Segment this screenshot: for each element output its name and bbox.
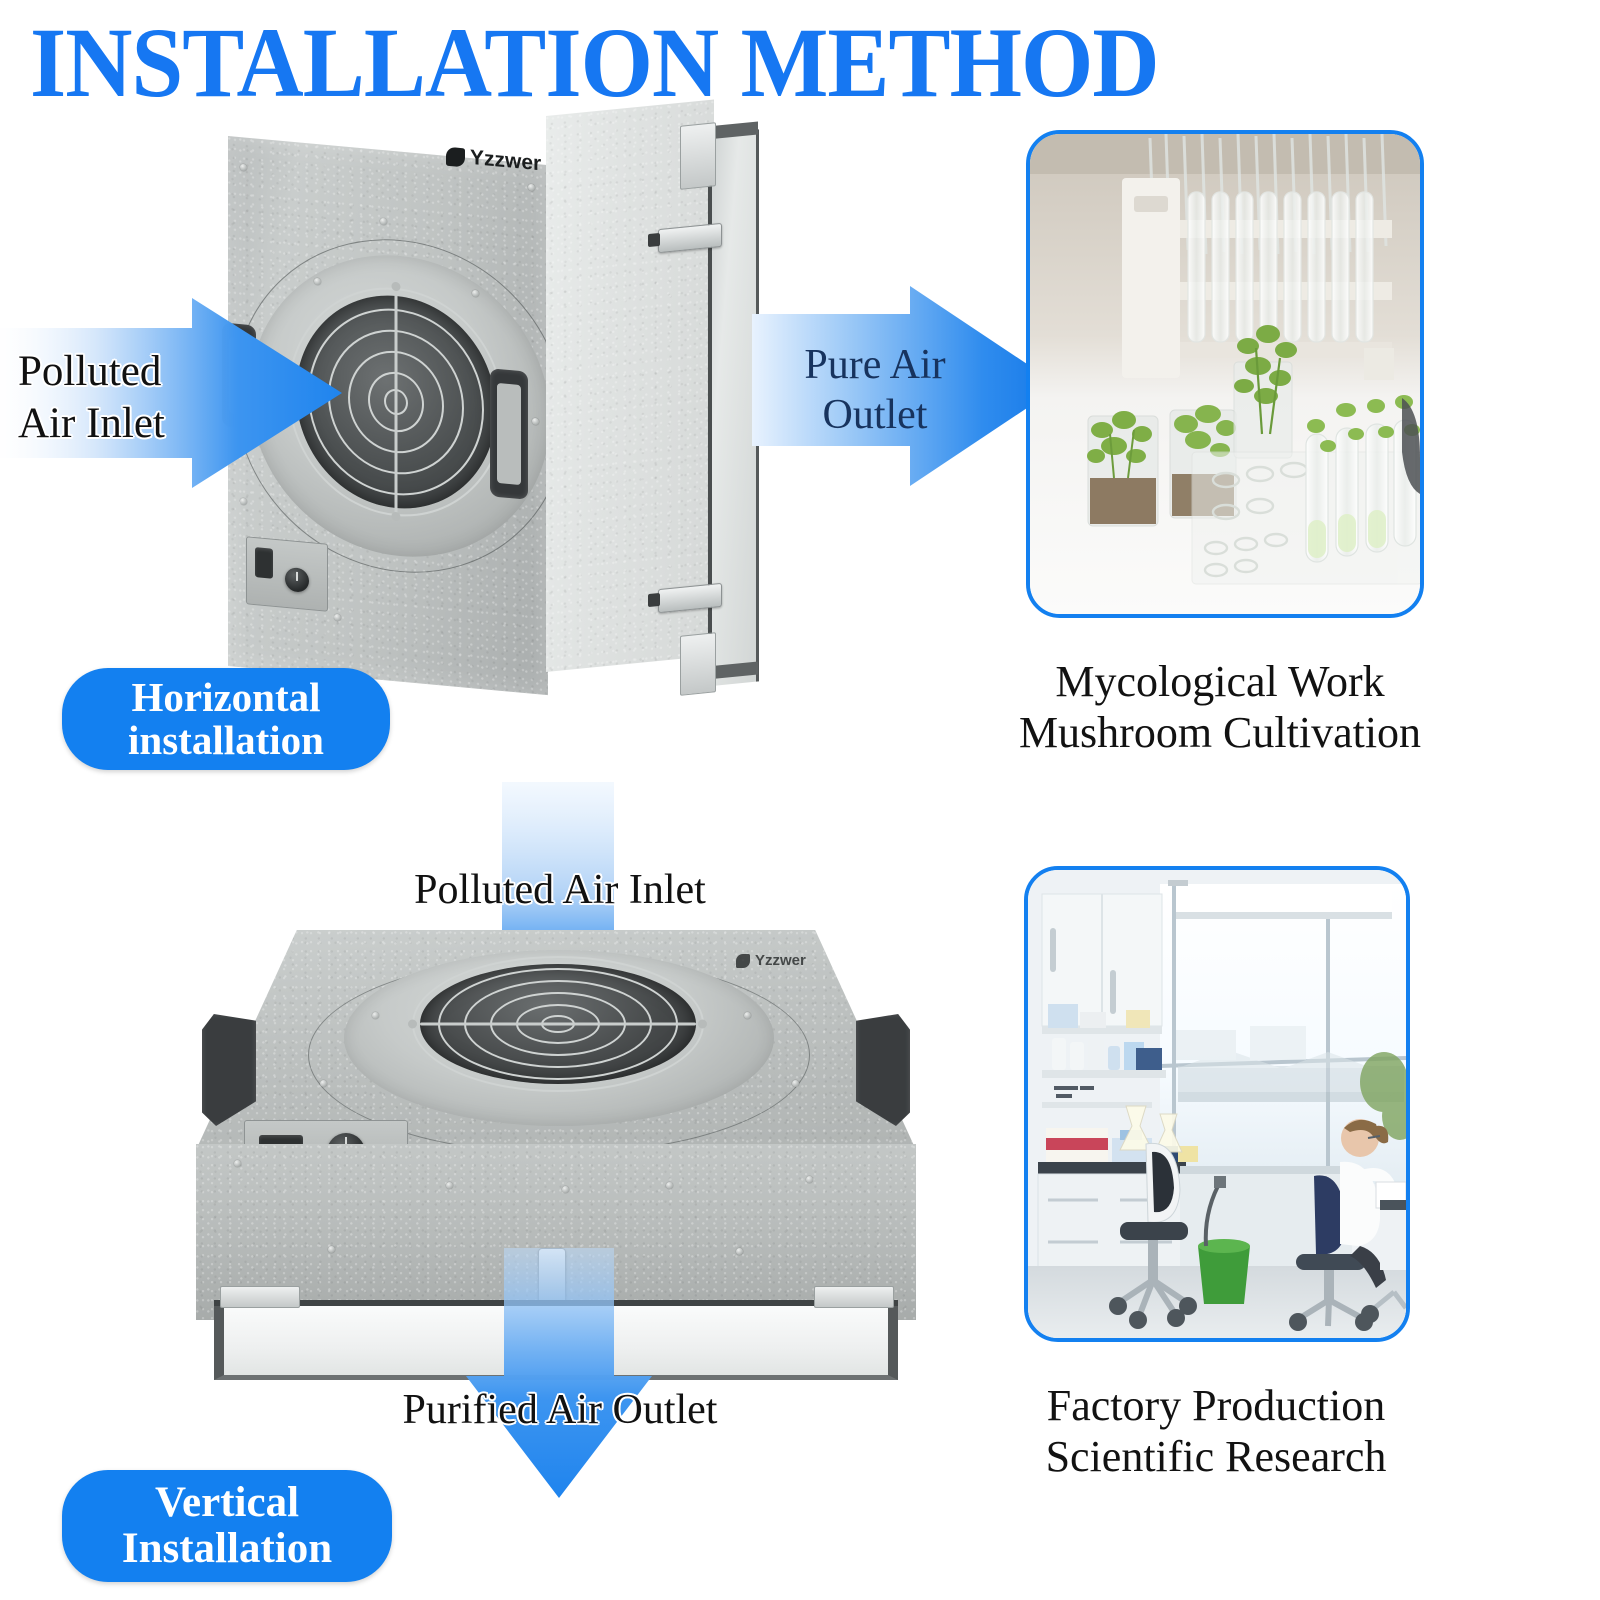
screw	[240, 497, 247, 506]
screw	[240, 163, 247, 172]
screw	[234, 1160, 241, 1167]
screw	[320, 1080, 327, 1087]
brand-logo: Yzzwer	[736, 952, 806, 969]
door-hinge-top	[680, 122, 716, 190]
screw	[372, 1012, 379, 1019]
factory-production-photo	[1024, 866, 1410, 1342]
power-switch[interactable]	[255, 547, 273, 579]
fan-grille	[408, 956, 707, 1092]
leaf-shield-icon	[446, 146, 465, 167]
screw	[334, 613, 341, 622]
horizontal-installation-badge: Horizontal installation	[62, 668, 390, 770]
mycological-work-photo	[1026, 130, 1424, 618]
screw	[744, 1012, 751, 1019]
polluted-air-inlet-arrow-horizontal	[0, 298, 342, 488]
screw	[528, 183, 535, 192]
brand-name: Yzzwer	[755, 952, 806, 969]
mycological-work-caption: Mycological Work Mushroom Cultivation	[1018, 657, 1422, 758]
vertical-unit-image: Yzzwer	[196, 930, 916, 1400]
purified-air-outlet-arrow	[466, 1248, 652, 1498]
screw	[806, 1176, 813, 1183]
filter-bracket-right	[814, 1286, 894, 1308]
leaf-shield-icon	[736, 953, 750, 968]
factory-production-caption: Factory Production Scientific Research	[1045, 1381, 1387, 1482]
unit-body-front	[196, 1144, 916, 1320]
pure-air-outlet-arrow	[752, 286, 1060, 506]
vertical-installation-badge: Vertical Installation	[62, 1470, 392, 1582]
control-panel	[246, 536, 328, 612]
screw	[792, 1080, 799, 1087]
screw	[736, 1248, 743, 1255]
screw	[472, 289, 479, 298]
door-hinge-bottom	[680, 632, 716, 696]
outlet-label-vertical: Purified Air Outlet	[402, 1387, 718, 1433]
screw	[380, 217, 387, 226]
inlet-label-vertical: Polluted Air Inlet	[414, 867, 706, 913]
screw	[532, 417, 539, 426]
screw	[562, 1186, 569, 1193]
inlet-label-horizontal: Polluted Air Inlet	[18, 348, 165, 448]
screw	[446, 1182, 453, 1189]
page-title: INSTALLATION METHOD	[30, 7, 1160, 118]
filter-bracket-left	[220, 1286, 300, 1308]
speed-dial[interactable]	[285, 566, 309, 594]
screw	[666, 1182, 673, 1189]
front-handle[interactable]	[490, 368, 528, 500]
screw	[328, 1246, 335, 1253]
outlet-label-horizontal: Pure Air Outlet	[804, 342, 946, 439]
screw	[314, 277, 321, 286]
